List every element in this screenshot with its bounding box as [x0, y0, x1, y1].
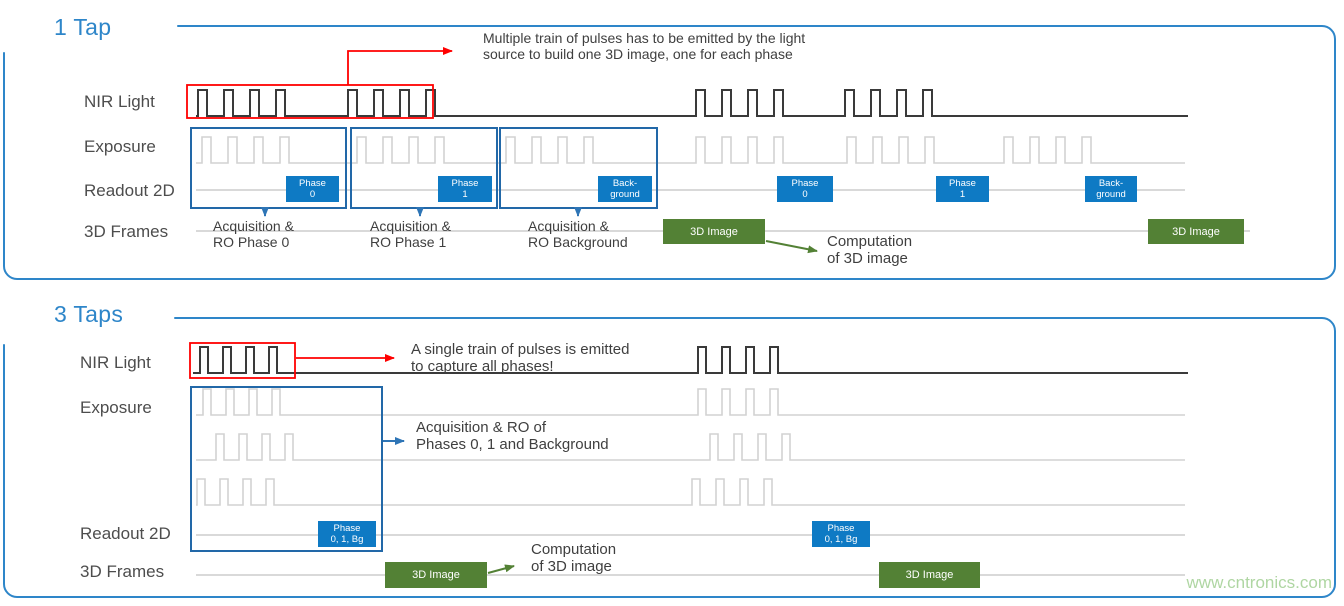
p1-exposure-waveform: [196, 136, 1185, 164]
p1-nir-highlight-red-rect: [186, 84, 434, 119]
panel-3taps-border: [3, 317, 1336, 598]
p1-computation-arrow: [765, 240, 818, 254]
p1-acq-rect-phase0: [190, 127, 347, 209]
p1-red-callout-arrow: [347, 47, 453, 85]
p2-exposure-waveform-tap1: [196, 388, 1185, 416]
p1-acq-rect-phase1: [350, 127, 498, 209]
p2-computation-arrow: [487, 564, 515, 574]
p2-nir-highlight-red-rect: [189, 342, 296, 379]
p2-nir-waveform: [193, 346, 1188, 374]
p2-exposure-waveform-tap2: [196, 433, 1185, 461]
p1-acq-rect-background: [499, 127, 658, 209]
watermark: www.cntronics.com: [1186, 573, 1332, 592]
p1-nir-waveform: [196, 89, 1188, 117]
p2-acq-rect-all-phases: [190, 386, 383, 552]
p2-exposure-waveform-tap3: [196, 478, 1185, 506]
panel-1tap-border: [3, 25, 1336, 280]
